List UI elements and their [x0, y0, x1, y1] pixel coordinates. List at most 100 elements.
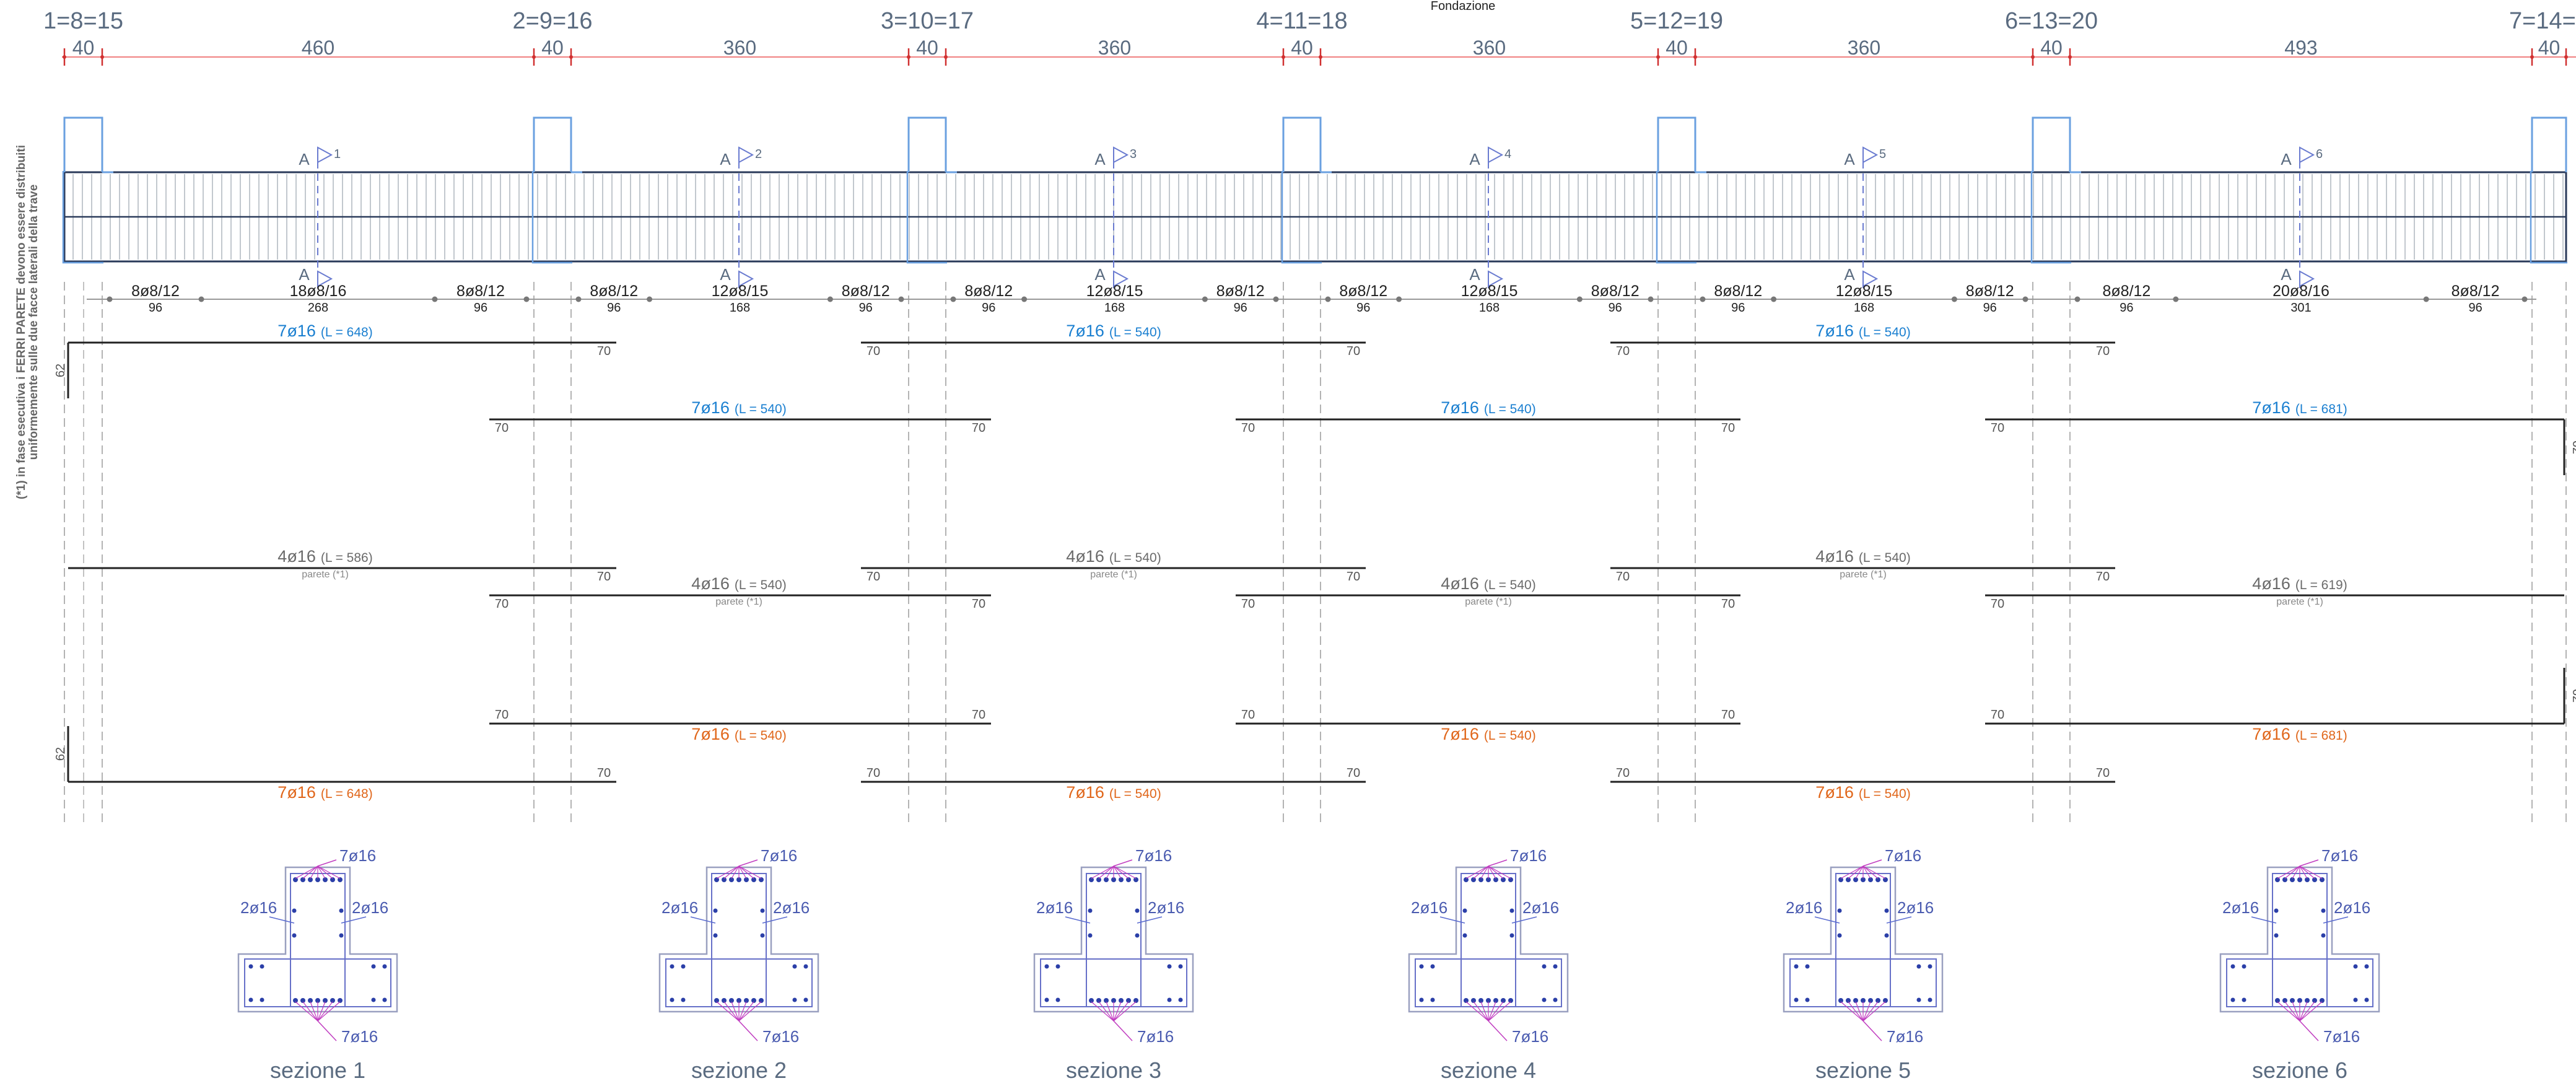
section-top-leader — [2284, 865, 2300, 879]
bottom-bar-6-end-left: 70 — [1991, 708, 2004, 722]
section-top-bar — [1853, 877, 1858, 882]
bottom-bar-5-end-left: 70 — [1616, 766, 1630, 780]
section-bottom-leader-tail — [2299, 1020, 2319, 1041]
section-top-leader — [1488, 865, 1511, 879]
top-bar-4-end-right: 70 — [1721, 421, 1735, 435]
top-bar-3-label: 7ø16(L = 540) — [1066, 322, 1161, 340]
bottom-bar-6-length: (L = 681) — [2295, 729, 2347, 743]
dimension-tick-dot — [1656, 55, 1660, 59]
section-flange-bar — [260, 964, 264, 969]
stirrup-left-label-4: 8ø8/12 — [1339, 282, 1387, 300]
section-top-bar — [323, 877, 328, 882]
section-top-leader — [723, 865, 740, 879]
section-left-leader — [1439, 916, 1465, 924]
bottom-bar-3-end-left: 70 — [867, 766, 880, 780]
section-flange-bar — [1430, 997, 1435, 1002]
section-side-bar — [2321, 908, 2326, 913]
top-bar-5-length: (L = 540) — [1859, 325, 1911, 339]
section-top-bar — [2290, 877, 2295, 882]
section-top-leader — [1465, 865, 1489, 879]
section-bottom-label-3: 7ø16 — [1137, 1027, 1174, 1046]
stirrup-zone-mark — [198, 296, 204, 302]
stirrup-left-label-3: 8ø8/12 — [964, 282, 1013, 300]
section-bottom-bar — [759, 998, 764, 1003]
section-top-bar — [1104, 877, 1109, 882]
section-top-bar — [1861, 877, 1866, 882]
section-bottom-leader — [723, 1001, 740, 1022]
bottom-bar-5-count: 7ø16 — [1815, 783, 1854, 802]
stirrup-right-length-5: 96 — [1983, 301, 1997, 315]
section-bottom-label-6: 7ø16 — [2323, 1027, 2360, 1046]
section-flange-bar — [1794, 997, 1799, 1002]
section-mark-number-2: 2 — [755, 147, 762, 161]
side-bar-6-end-left: 70 — [1991, 597, 2004, 611]
stirrup-mid-label-4: 12ø8/15 — [1461, 282, 1518, 300]
section-mark-letter-bottom-2: A — [720, 265, 731, 284]
top-bar-4-count: 7ø16 — [1441, 398, 1479, 417]
stirrup-right-label-2: 8ø8/12 — [842, 282, 890, 300]
top-bar-6-length: (L = 681) — [2295, 402, 2347, 416]
top-bar-1-end-right: 70 — [597, 344, 611, 358]
bottom-bar-4-length: (L = 540) — [1484, 729, 1536, 743]
section-bottom-bar — [729, 998, 734, 1003]
section-top-bar — [1089, 877, 1094, 882]
section-bottom-leader — [1480, 1001, 1489, 1022]
stirrup-left-length-2: 96 — [607, 301, 621, 315]
stirrup-mid-length-5: 168 — [1854, 301, 1874, 315]
side-bar-4-length: (L = 540) — [1484, 578, 1536, 592]
bottom-bar-2-count: 7ø16 — [691, 725, 730, 743]
section-bottom-bar — [300, 998, 305, 1003]
section-flange-bar — [1178, 964, 1183, 969]
side-bar-4-note: parete (*1) — [1465, 597, 1512, 607]
section-bottom-bar — [1501, 998, 1506, 1003]
section-bottom-leader — [1113, 1001, 1122, 1022]
stirrup-zone-mark — [1202, 296, 1208, 302]
section-side-bar — [1509, 908, 1514, 913]
side-bar-2-note: parete (*1) — [715, 597, 762, 607]
section-flange-bar — [1044, 964, 1049, 969]
stirrup-zone-mark — [1021, 296, 1028, 302]
axis-label-2: 2=9=16 — [513, 8, 593, 34]
section-mark-letter-top-2: A — [720, 150, 731, 169]
section-bottom-bar — [1111, 998, 1116, 1003]
section-flange-bar — [1167, 964, 1172, 969]
top-bar-6-count: 7ø16 — [2252, 398, 2290, 417]
section-side-bar — [760, 933, 765, 938]
section-left-label-6: 2ø16 — [2222, 898, 2259, 917]
section-arrow-top-6 — [2299, 146, 2315, 164]
section-flange-bar — [681, 964, 686, 969]
stirrup-left-length-6: 96 — [2120, 301, 2133, 315]
section-flange-bar — [670, 964, 675, 969]
section-bottom-leader — [731, 1001, 740, 1022]
side-bar-2-count: 4ø16 — [691, 574, 730, 593]
section-bottom-bar — [1126, 998, 1131, 1003]
section-bottom-bar — [1486, 998, 1491, 1003]
section-mark-letter-top-6: A — [2281, 150, 2292, 169]
bottom-bar-3-end-right: 70 — [1347, 766, 1360, 780]
section-top-leader — [1480, 865, 1489, 879]
section-bottom-leader — [2277, 1001, 2300, 1022]
stirrup-zone-mark — [1648, 296, 1654, 302]
stirrup-mid-length-3: 168 — [1104, 301, 1125, 315]
section-top-leader — [1113, 865, 1129, 879]
stirrup-zone-mark — [107, 296, 113, 302]
section-bottom-leader — [295, 1001, 318, 1022]
span-length-3: 360 — [1098, 37, 1131, 59]
top-bar-2-length: (L = 540) — [735, 402, 787, 416]
column-stub-4 — [1282, 116, 1322, 172]
section-title-2: sezione 2 — [691, 1058, 787, 1083]
section-top-bar — [751, 877, 756, 882]
section-bottom-bar — [323, 998, 328, 1003]
section-mark-number-1: 1 — [334, 147, 341, 161]
section-top-leader — [295, 865, 318, 879]
section-bottom-bar — [1508, 998, 1513, 1003]
section-top-leader — [302, 865, 318, 879]
section-left-label-4: 2ø16 — [1411, 898, 1447, 917]
section-mark-letter-top-5: A — [1844, 150, 1855, 169]
axis-label-6: 6=13=20 — [2005, 8, 2098, 34]
stirrup-mid-label-1: 18ø8/16 — [290, 282, 347, 300]
section-flange-bar — [371, 964, 376, 969]
